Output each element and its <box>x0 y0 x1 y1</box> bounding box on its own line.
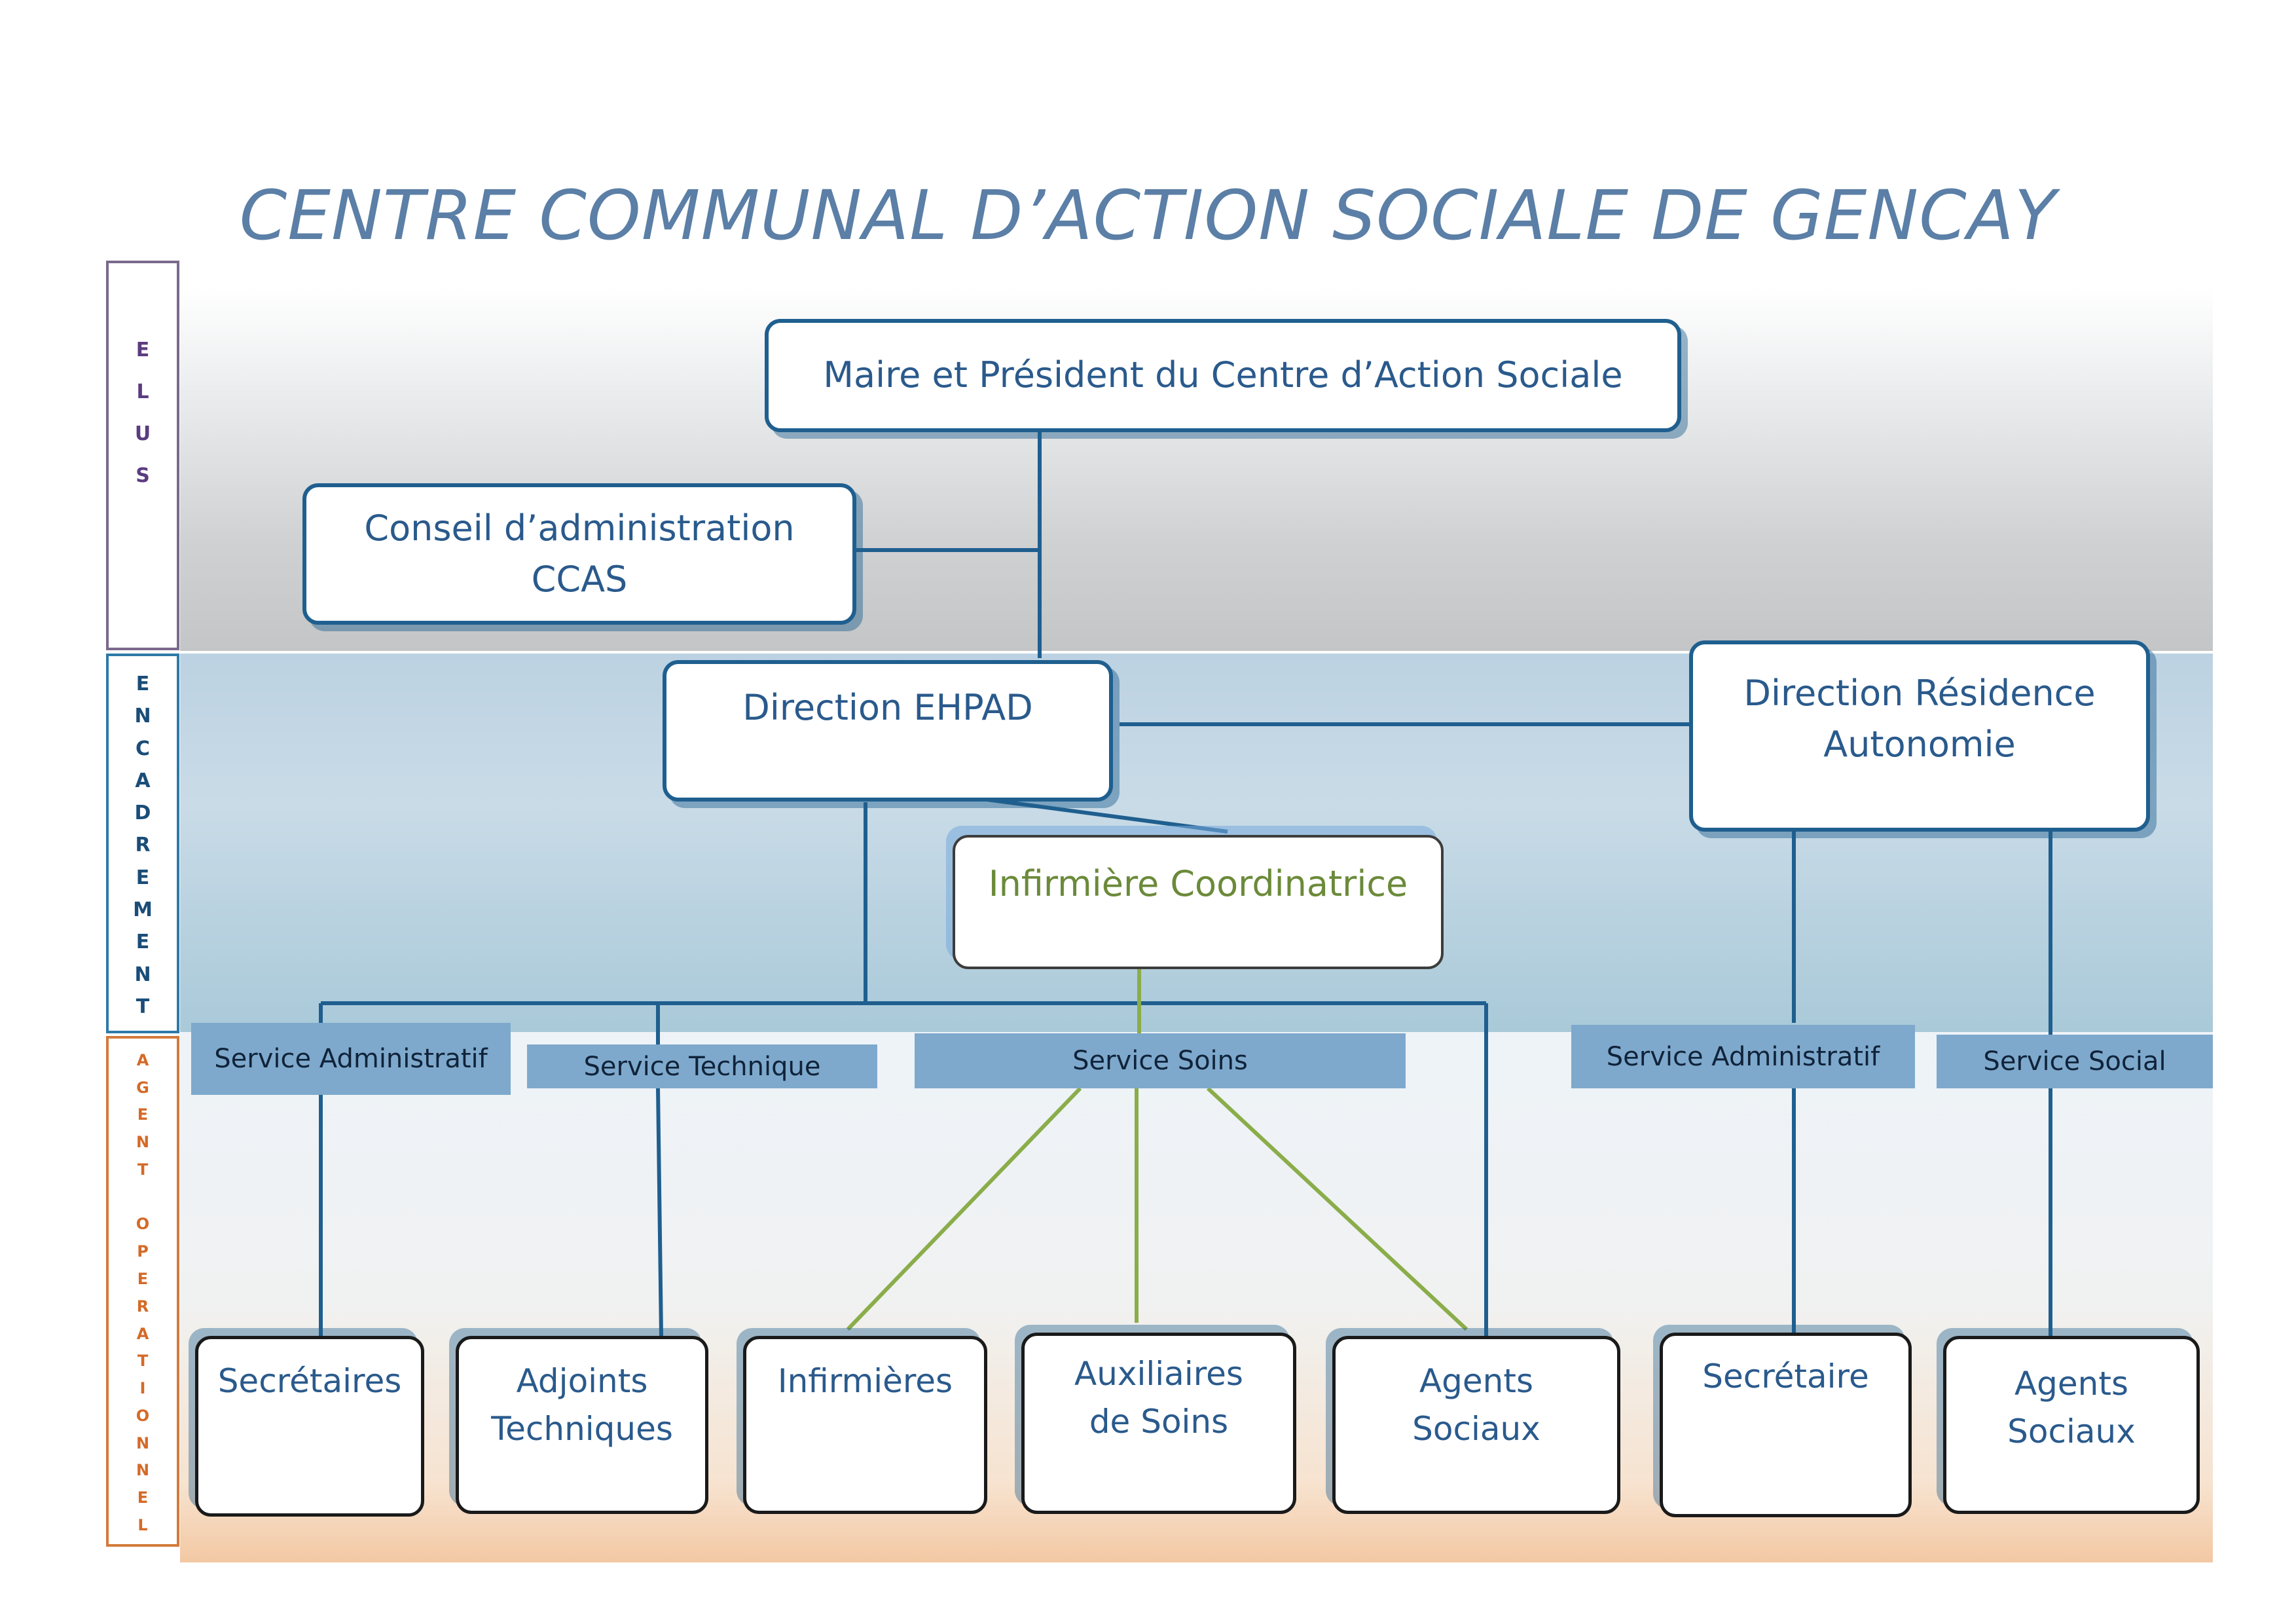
node-direction-ehpad: Direction EHPAD <box>663 660 1113 802</box>
agent-secretaire: Secrétaire <box>1660 1333 1912 1517</box>
node-maire-president: Maire et Président du Centre d’Action So… <box>765 319 1681 432</box>
side-letter: T <box>136 995 150 1018</box>
agent-agents-sociaux-ehpad: Agents Sociaux <box>1332 1336 1620 1514</box>
service-social: Service Social <box>1937 1035 2213 1088</box>
page-title: CENTRE COMMUNAL D’ACTION SOCIALE DE GENC… <box>239 175 2057 255</box>
node-conseil-administration: Conseil d’administration CCAS <box>302 483 856 625</box>
side-letter: L <box>136 380 149 403</box>
agent-secretaires: Secrétaires <box>195 1336 424 1517</box>
side-letter: T <box>137 1352 149 1371</box>
side-letter: I <box>139 1379 146 1398</box>
connector-soins-agents-sociaux <box>1206 1086 1468 1331</box>
connector-technique-adjoints <box>656 1088 663 1337</box>
side-letter: N <box>136 1461 150 1480</box>
connector-soins-infirmieres <box>846 1086 1082 1331</box>
side-letter: R <box>135 834 151 857</box>
side-letter: O <box>136 1406 150 1425</box>
green-connectors <box>846 968 1468 1331</box>
side-letter: N <box>134 705 151 728</box>
side-letter: G <box>136 1078 149 1097</box>
agent-adjoints-techniques: Adjoints Techniques <box>456 1336 708 1514</box>
side-letter: E <box>136 338 150 361</box>
side-letter: T <box>137 1160 149 1179</box>
service-administratif-ehpad: Service Administratif <box>191 1023 511 1095</box>
side-letter: E <box>137 1488 149 1507</box>
side-letter: A <box>135 769 151 792</box>
connector-ehpad-nurse <box>962 794 1228 834</box>
side-letter: M <box>133 898 153 921</box>
side-letter: E <box>136 673 150 696</box>
side-letter: A <box>136 1050 149 1069</box>
side-letter: L <box>137 1515 148 1534</box>
side-letter: D <box>134 802 151 825</box>
side-letter: C <box>135 737 151 760</box>
side-letter: N <box>136 1433 150 1452</box>
agent-infirmieres: Infirmières <box>743 1336 987 1514</box>
service-administratif-residence: Service Administratif <box>1571 1025 1915 1088</box>
side-letter: P <box>137 1242 149 1261</box>
side-letter: R <box>136 1297 149 1316</box>
side-letter: E <box>137 1270 149 1288</box>
side-letter: A <box>136 1324 149 1343</box>
side-letter: E <box>136 866 150 889</box>
side-letter: U <box>134 422 151 446</box>
side-letter: E <box>137 1105 149 1124</box>
agent-agents-sociaux-residence: Agents Sociaux <box>1943 1336 2200 1514</box>
blue-connectors <box>319 432 2052 1337</box>
node-infirmiere-coordinatrice: Infirmière Coordinatrice <box>953 835 1444 969</box>
side-letter: O <box>136 1215 150 1234</box>
service-technique: Service Technique <box>527 1044 877 1088</box>
node-direction-residence: Direction Résidence Autonomie <box>1689 640 2150 832</box>
agent-auxiliaires-de-soins: Auxiliaires de Soins <box>1021 1333 1296 1514</box>
side-letter: N <box>134 963 151 986</box>
side-letter: S <box>136 464 150 488</box>
side-letter: E <box>136 931 150 954</box>
service-soins: Service Soins <box>915 1033 1406 1088</box>
side-letter: N <box>136 1133 150 1152</box>
